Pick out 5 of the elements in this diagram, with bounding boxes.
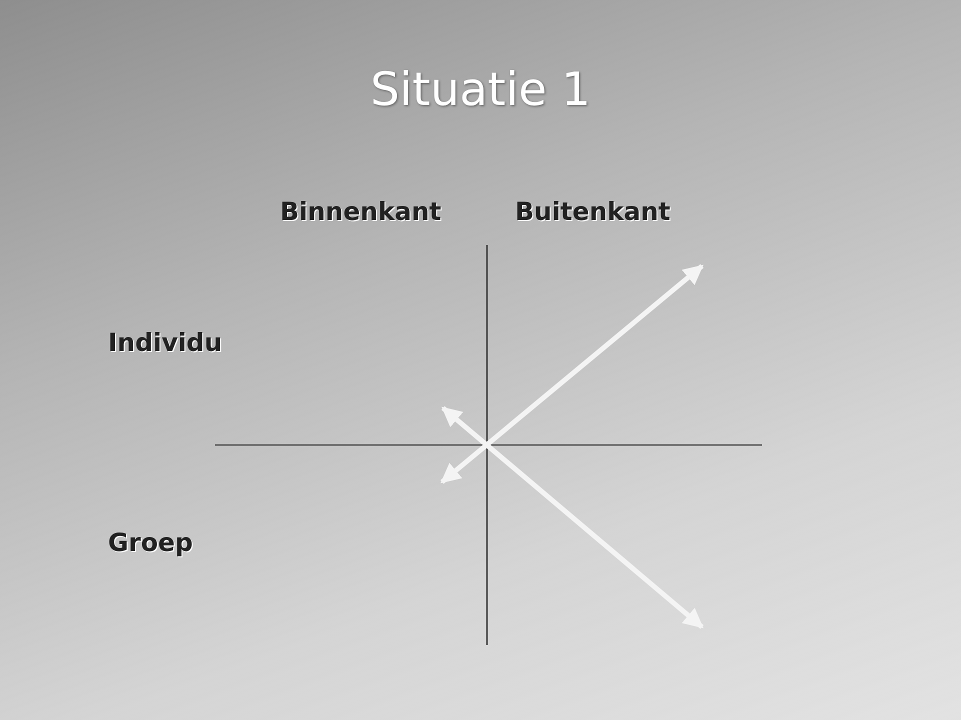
row-heading: Individu [108,328,222,357]
slide-title: Situatie 1 [369,62,592,116]
row-heading: Groep [108,528,193,557]
column-heading: Buitenkant [515,197,670,226]
column-heading: Binnenkant [280,197,442,226]
